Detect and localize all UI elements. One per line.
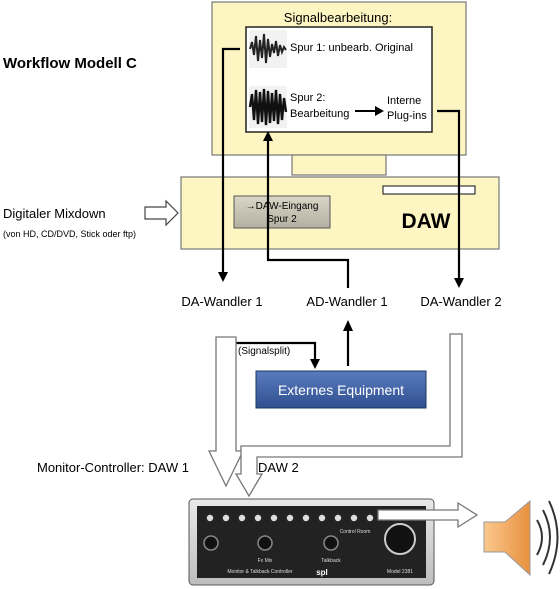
panel-model-label: Model 2381 [387,569,413,575]
track2-label-line1: Spur 2: [290,92,325,104]
ad-converter-1-label: AD-Wandler 1 [306,294,387,309]
knob-control-room-icon [384,523,416,555]
daw-input-label-line2: Spur 2 [267,214,297,225]
monitor-stand [291,154,387,176]
knob-talkback-icon [323,535,339,551]
mixdown-sublabel: (von HD, CD/DVD, Stick oder ftp) [3,229,136,239]
section-talkback-label: Talkback [321,558,341,564]
da-converter-1-label: DA-Wandler 1 [181,294,262,309]
knob-fx-icon [257,535,273,551]
section-fx-label: Fx Mix [258,558,273,564]
mixdown-arrow-icon [144,199,179,227]
daw-label: DAW [402,210,451,233]
daw-input-label-line1: →DAW-Eingang [246,201,319,212]
plugins-label-line2: Plug-ins [387,110,427,122]
signal-line-da2 [437,109,461,278]
external-equipment-box [255,370,427,409]
panel-title-label: Monitor & Talkback Controller [227,569,293,575]
daw2-hollow-arrow [234,333,463,498]
panel-brand-label: spl [316,568,328,577]
external-equipment-label: Externes Equipment [278,382,404,398]
daw2-label: DAW 2 [258,460,299,475]
track2-label-line2: Bearbeitung [290,108,349,120]
mixdown-label: Digitaler Mixdown [3,206,106,221]
daw-slot [382,185,476,195]
speaker-icon [483,499,559,577]
knob-left-icon [203,535,219,551]
signal-line-da1 [221,47,240,272]
signalsplit-line [235,341,317,360]
signal-processing-heading: Signalbearbeitung: [284,10,392,25]
signalsplit-label: (Signalsplit) [238,346,290,357]
section-control-label: Control Room [340,529,371,535]
daw-input-box [233,195,331,229]
da-converter-2-label: DA-Wandler 2 [420,294,501,309]
waveform-track1-icon [249,30,287,68]
page-title: Workflow Modell C [3,55,137,72]
controller-buttons [206,514,374,522]
monitor-controller-label: Monitor-Controller: DAW 1 [37,460,189,475]
plugins-label-line1: Interne [387,95,421,107]
output-hollow-arrow [377,501,479,529]
track1-label: Spur 1: unbearb. Original [290,42,413,54]
daw1-hollow-arrow [207,336,245,488]
waveform-track2-icon [248,86,288,128]
signal-line-ad1 [266,140,350,288]
